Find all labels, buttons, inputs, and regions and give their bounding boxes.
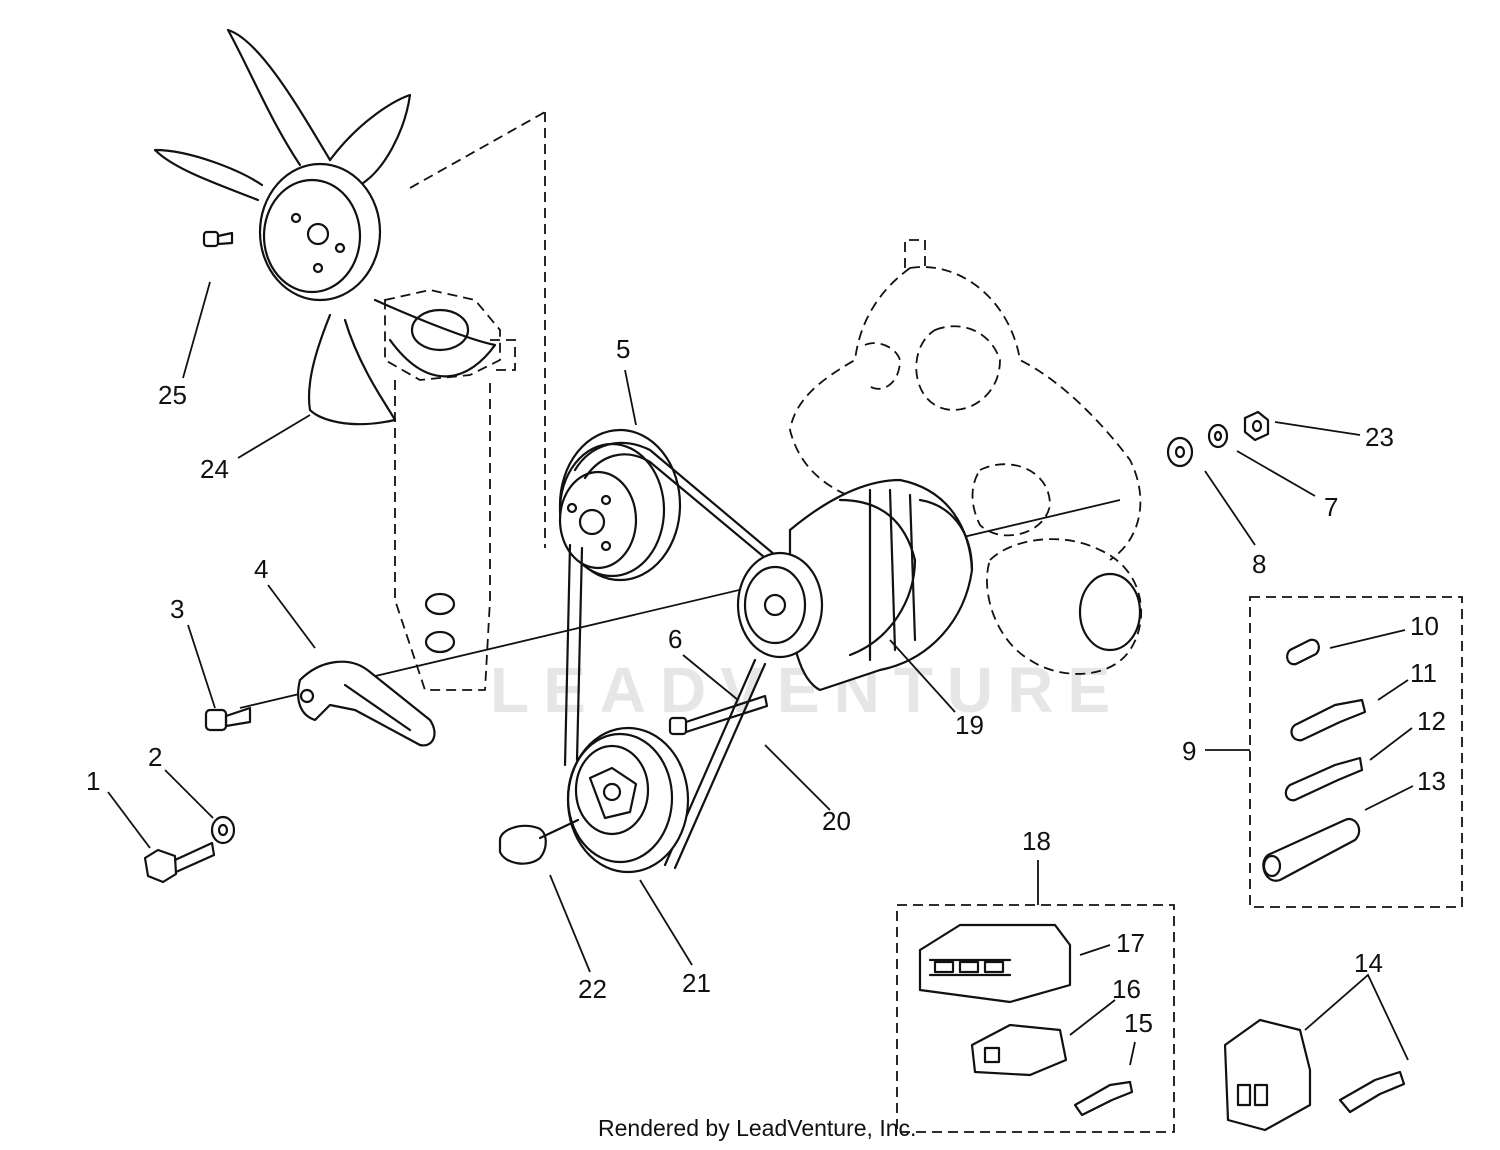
engine-block xyxy=(789,239,1143,675)
callout-19: 19 xyxy=(955,710,984,740)
water-pump-housing xyxy=(384,289,516,691)
terminal-part-14b xyxy=(1338,1070,1406,1114)
v-belt-part-20 xyxy=(563,441,777,870)
terminal-part-12 xyxy=(1284,756,1364,802)
connector-kit-box xyxy=(896,904,1175,1133)
callout-15: 15 xyxy=(1124,1008,1153,1038)
footer-credit: Rendered by LeadVenture, Inc. xyxy=(598,1115,916,1141)
nut-part-23 xyxy=(1243,410,1270,442)
callout-18: 18 xyxy=(1022,826,1051,856)
callout-6: 6 xyxy=(668,624,682,654)
crank-pulley-part-21 xyxy=(566,726,690,874)
callout-10: 10 xyxy=(1410,611,1439,641)
fan-part-24 xyxy=(153,28,497,426)
dashed-fan-mount-lines xyxy=(409,111,546,548)
callout-22: 22 xyxy=(578,974,607,1004)
connector-part-14 xyxy=(1223,1018,1312,1132)
callout-9: 9 xyxy=(1182,736,1196,766)
callout-4: 4 xyxy=(254,554,268,584)
lock-washer-part-7 xyxy=(1207,423,1229,449)
callout-2: 2 xyxy=(148,742,162,772)
callout-5: 5 xyxy=(616,334,630,364)
callout-14: 14 xyxy=(1354,948,1383,978)
terminal-part-15 xyxy=(1073,1080,1134,1117)
terminal-part-11 xyxy=(1290,698,1367,742)
callout-17: 17 xyxy=(1116,928,1145,958)
leader-lines xyxy=(107,281,1414,1066)
washer-part-8 xyxy=(1166,436,1194,468)
washer-part-2 xyxy=(210,815,236,845)
fan-bolt-part-25 xyxy=(202,230,234,248)
callout-13: 13 xyxy=(1417,766,1446,796)
bracket-part-4 xyxy=(297,660,436,747)
callout-8: 8 xyxy=(1252,549,1266,579)
callout-16: 16 xyxy=(1112,974,1141,1004)
callout-12: 12 xyxy=(1417,706,1446,736)
callout-1: 1 xyxy=(86,766,100,796)
callout-21: 21 xyxy=(682,968,711,998)
callout-25: 25 xyxy=(158,380,187,410)
connector-part-16 xyxy=(970,1023,1068,1077)
connector-part-17 xyxy=(918,923,1072,1004)
terminal-kit-box xyxy=(1249,596,1463,908)
alignment-line xyxy=(239,499,1121,709)
callout-3: 3 xyxy=(170,594,184,624)
callout-20: 20 xyxy=(822,806,851,836)
sleeve-part-13 xyxy=(1262,817,1361,882)
alternator-part-19 xyxy=(736,478,974,692)
callout-7: 7 xyxy=(1324,492,1338,522)
pulley-bolt-part-22 xyxy=(498,818,580,865)
fan-pulley-part-5 xyxy=(558,428,682,582)
callout-11: 11 xyxy=(1410,658,1437,688)
bolt-part-3 xyxy=(204,706,252,732)
long-bolt-part-6 xyxy=(668,694,769,736)
callout-24: 24 xyxy=(200,454,229,484)
bolt-part-1 xyxy=(143,841,216,884)
terminal-part-10 xyxy=(1286,638,1320,666)
callout-23: 23 xyxy=(1365,422,1394,452)
